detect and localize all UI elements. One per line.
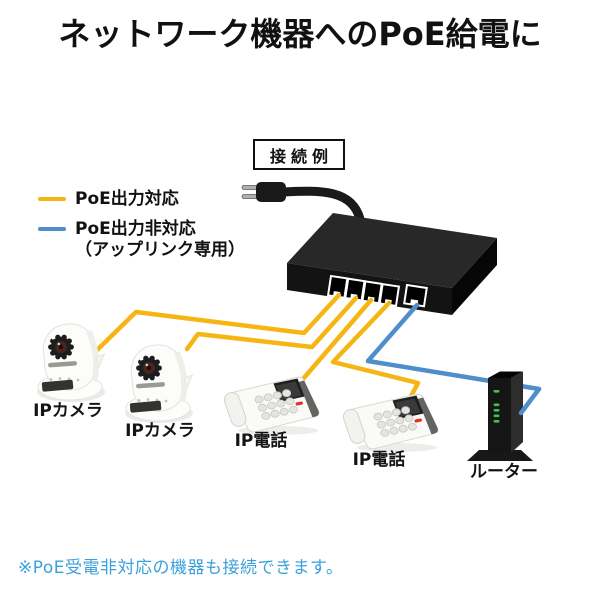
legend-label-uplink: PoE出力非対応 （アップリンク専用） xyxy=(75,219,245,261)
router-base xyxy=(467,450,533,461)
legend-label-poe: PoE出力対応 xyxy=(75,189,179,209)
ip-camera-2-icon xyxy=(125,343,193,423)
ip-phone-2-label: IP電話 xyxy=(352,450,406,470)
router-top-face xyxy=(488,371,523,378)
uplink-cable-hook xyxy=(518,386,542,416)
ip-camera-2-label: IPカメラ xyxy=(125,421,195,441)
router-side-face xyxy=(511,371,523,453)
uplink-cable xyxy=(365,302,542,392)
poe-cable-swatch xyxy=(38,197,66,201)
legend-label-uplink-line1: PoE出力非対応 xyxy=(75,219,196,239)
switch-uplink-port xyxy=(403,283,428,308)
poe-switch-icon xyxy=(287,213,497,315)
router-front-face xyxy=(488,378,511,453)
ip-camera-1-icon xyxy=(37,322,105,402)
legend-row-uplink: PoE出力非対応 （アップリンク専用） xyxy=(38,219,245,261)
legend: PoE出力対応 PoE出力非対応 （アップリンク専用） xyxy=(38,189,245,270)
power-plug-icon xyxy=(241,182,365,224)
legend-row-poe: PoE出力対応 xyxy=(38,189,245,210)
switch-top-face xyxy=(287,213,497,288)
switch-right-face xyxy=(452,238,497,315)
page-title: ネットワーク機器へのPoE給電に xyxy=(58,15,542,53)
router-status-leds xyxy=(493,390,500,423)
ip-phone-2-icon xyxy=(340,393,439,453)
footnote: ※PoE受電非対応の機器も接続できます。 xyxy=(18,558,344,578)
ip-camera-1-label: IPカメラ xyxy=(33,401,103,421)
poe-cable-camera-1 xyxy=(91,292,342,356)
router-label: ルーター xyxy=(470,462,538,482)
ip-phone-1-label: IP電話 xyxy=(234,431,288,451)
connection-example-badge: 接続例 xyxy=(253,139,345,170)
poe-cable-phone-1 xyxy=(300,297,374,382)
uplink-cable-swatch xyxy=(38,227,66,231)
ip-phone-1-icon xyxy=(221,376,320,436)
power-cord xyxy=(279,186,365,224)
router-icon xyxy=(467,371,533,461)
legend-label-uplink-line2: （アップリンク専用） xyxy=(75,240,245,260)
poe-cable-phone-2 xyxy=(330,300,421,403)
poe-cable-camera-2 xyxy=(184,295,359,352)
